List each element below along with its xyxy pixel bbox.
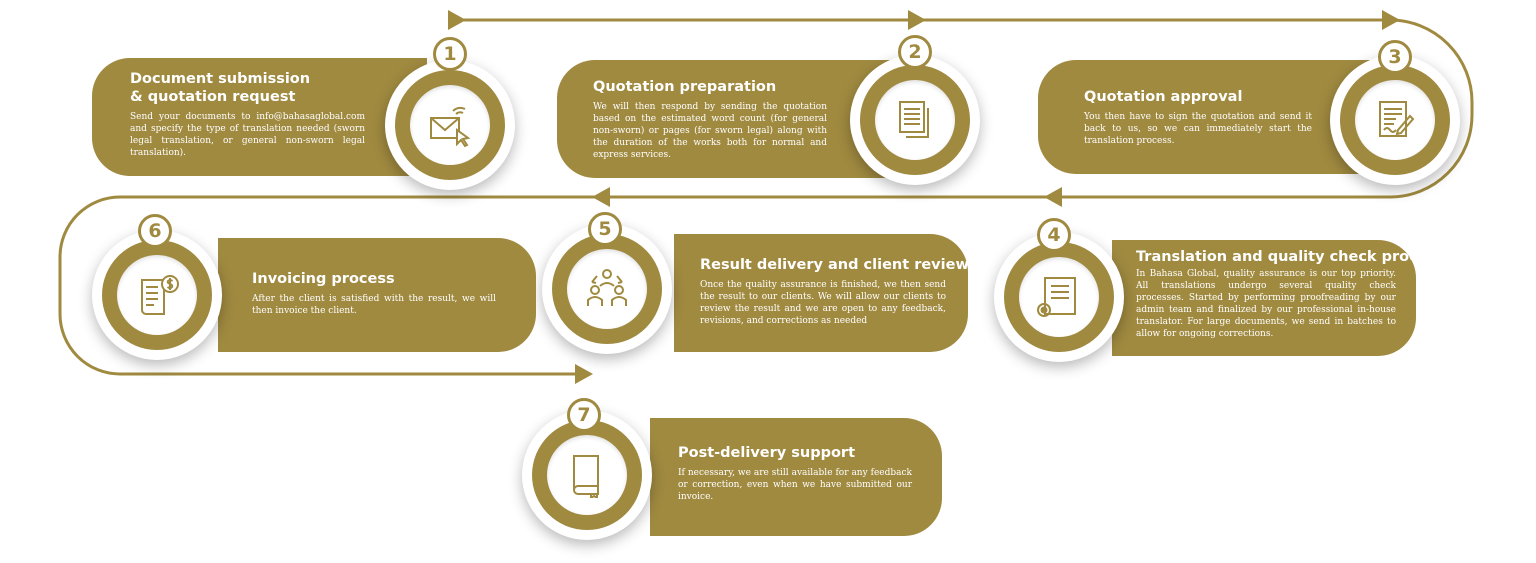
step-7-icon-circle: [522, 410, 652, 540]
step-1-description: Send your documents to info@bahasaglobal…: [130, 112, 365, 159]
step-3-icon-circle: [1330, 55, 1460, 185]
step-6-icon-circle: [92, 230, 222, 360]
step-4-description: In Bahasa Global, quality assurance is o…: [1136, 269, 1396, 339]
step-4-number: 4: [1037, 218, 1071, 252]
arrow-bottom: [575, 364, 593, 384]
step-1-number: 1: [433, 37, 467, 71]
arrow-top-2: [1382, 10, 1400, 30]
step-6-card: Invoicing process After the client is sa…: [218, 238, 536, 352]
step-6-description: After the client is satisfied with the r…: [252, 294, 496, 317]
step-7-title: Post-delivery support: [678, 445, 856, 461]
step-3-description: You then have to sign the quotation and …: [1084, 112, 1312, 147]
step-1-title: Document submission & quotation request: [130, 71, 311, 106]
step-4-icon-circle: [994, 232, 1124, 362]
step-5-title: Result delivery and client review: [700, 257, 969, 273]
step-2-icon-circle: [850, 55, 980, 185]
step-2-number: 2: [898, 35, 932, 69]
step-1-card: Document submission & quotation request …: [92, 58, 427, 176]
step-7-card: Post-delivery support If necessary, we a…: [650, 418, 942, 536]
email-cursor-icon: [430, 106, 471, 148]
step-6-title: Invoicing process: [252, 271, 395, 287]
step-1-icon-circle: [385, 60, 515, 190]
step-2-title: Quotation preparation: [593, 79, 777, 95]
step-7-number: 7: [567, 398, 601, 432]
arrow-top-1: [908, 10, 926, 30]
step-5-description: Once the quality assurance is finished, …: [700, 280, 946, 327]
connector-top: [58, 18, 1474, 376]
arrow-middle-2: [592, 187, 610, 207]
step-3-card: Quotation approval You then have to sign…: [1038, 60, 1376, 174]
team-exchange-icon: [587, 269, 627, 306]
step-3-number: 3: [1378, 40, 1412, 74]
step-4-card: Translation and quality check process In…: [1112, 240, 1445, 356]
step-5-number: 5: [588, 212, 622, 246]
sign-document-icon: [1379, 101, 1415, 137]
invoice-icon: [141, 275, 179, 315]
arrow-middle-1: [1044, 187, 1062, 207]
book-icon: [573, 455, 599, 498]
step-6-number: 6: [138, 214, 172, 248]
certificate-icon: [1037, 277, 1076, 317]
arrow-start: [448, 10, 466, 30]
step-2-card: Quotation preparation We will then respo…: [557, 60, 895, 178]
step-5-card: Result delivery and client review Once t…: [674, 234, 969, 352]
step-3-title: Quotation approval: [1084, 89, 1243, 105]
documents-icon: [899, 101, 929, 138]
step-4-title: Translation and quality check process: [1136, 249, 1445, 265]
step-2-description: We will then respond by sending the quot…: [593, 102, 827, 160]
step-7-description: If necessary, we are still available for…: [678, 468, 912, 503]
